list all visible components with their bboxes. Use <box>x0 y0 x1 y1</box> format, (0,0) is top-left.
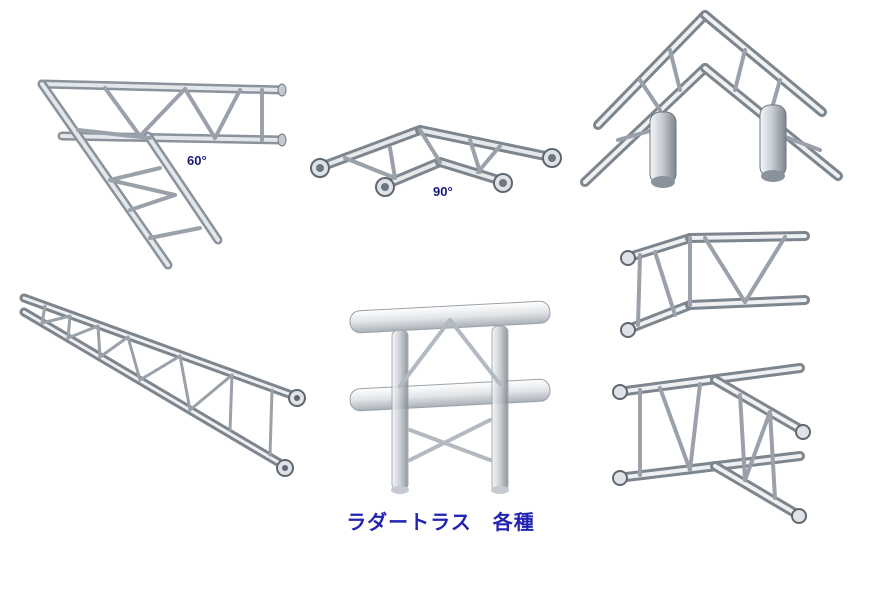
angle-label-60: 60° <box>187 153 207 168</box>
truss-90-degree <box>310 125 562 197</box>
truss-t-junction-vertical <box>349 300 551 494</box>
angle-label-90: 90° <box>433 184 453 199</box>
caption: ラダートラス 各種 <box>0 506 881 535</box>
truss-t-junction-horizontal <box>612 363 811 524</box>
truss-60-degree <box>37 79 287 270</box>
truss-apex-corner <box>580 10 843 188</box>
truss-vertical-corner <box>620 231 810 338</box>
caption-text: ラダートラス 各種 <box>346 510 535 534</box>
truss-straight-ladder <box>19 293 306 477</box>
